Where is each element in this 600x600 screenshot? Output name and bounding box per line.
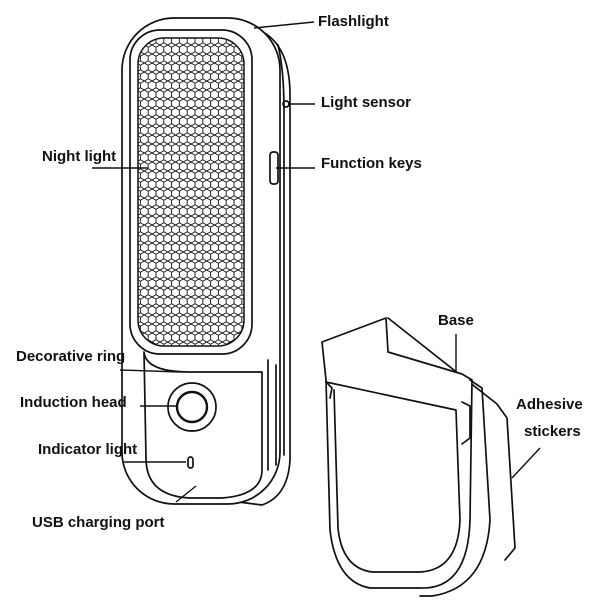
label-decorative-ring: Decorative ring [16,348,126,365]
label-light-sensor: Light sensor [321,94,412,111]
indicator-light [187,456,194,469]
night-light-panel-frame [129,29,253,355]
leader-adhesive [511,447,541,479]
leader-decorative-ring [119,369,181,373]
label-base: Base [438,312,474,329]
device-side-edge [277,44,285,456]
decorative-ring [167,382,217,432]
leader-usb-port [175,485,197,503]
night-light-mesh [138,38,244,346]
base-notch [325,381,333,399]
base-inner [325,381,461,573]
label-indicator-light: Indicator light [38,441,138,458]
leader-flashlight [253,21,315,29]
label-function-keys: Function keys [321,155,422,172]
induction-head [175,390,209,424]
label-night-light: Night light [42,148,117,165]
label-adhesive-line2: stickers [524,423,581,440]
label-usb-charging-port: USB charging port [32,514,165,531]
label-induction-head: Induction head [20,394,127,411]
base-notch-right [461,401,471,445]
lower-section [143,351,263,499]
label-flashlight: Flashlight [318,13,389,30]
label-adhesive-line1: Adhesive [516,396,583,413]
base-outline [321,317,473,589]
side-strip [267,359,277,471]
base-rim [419,379,491,597]
